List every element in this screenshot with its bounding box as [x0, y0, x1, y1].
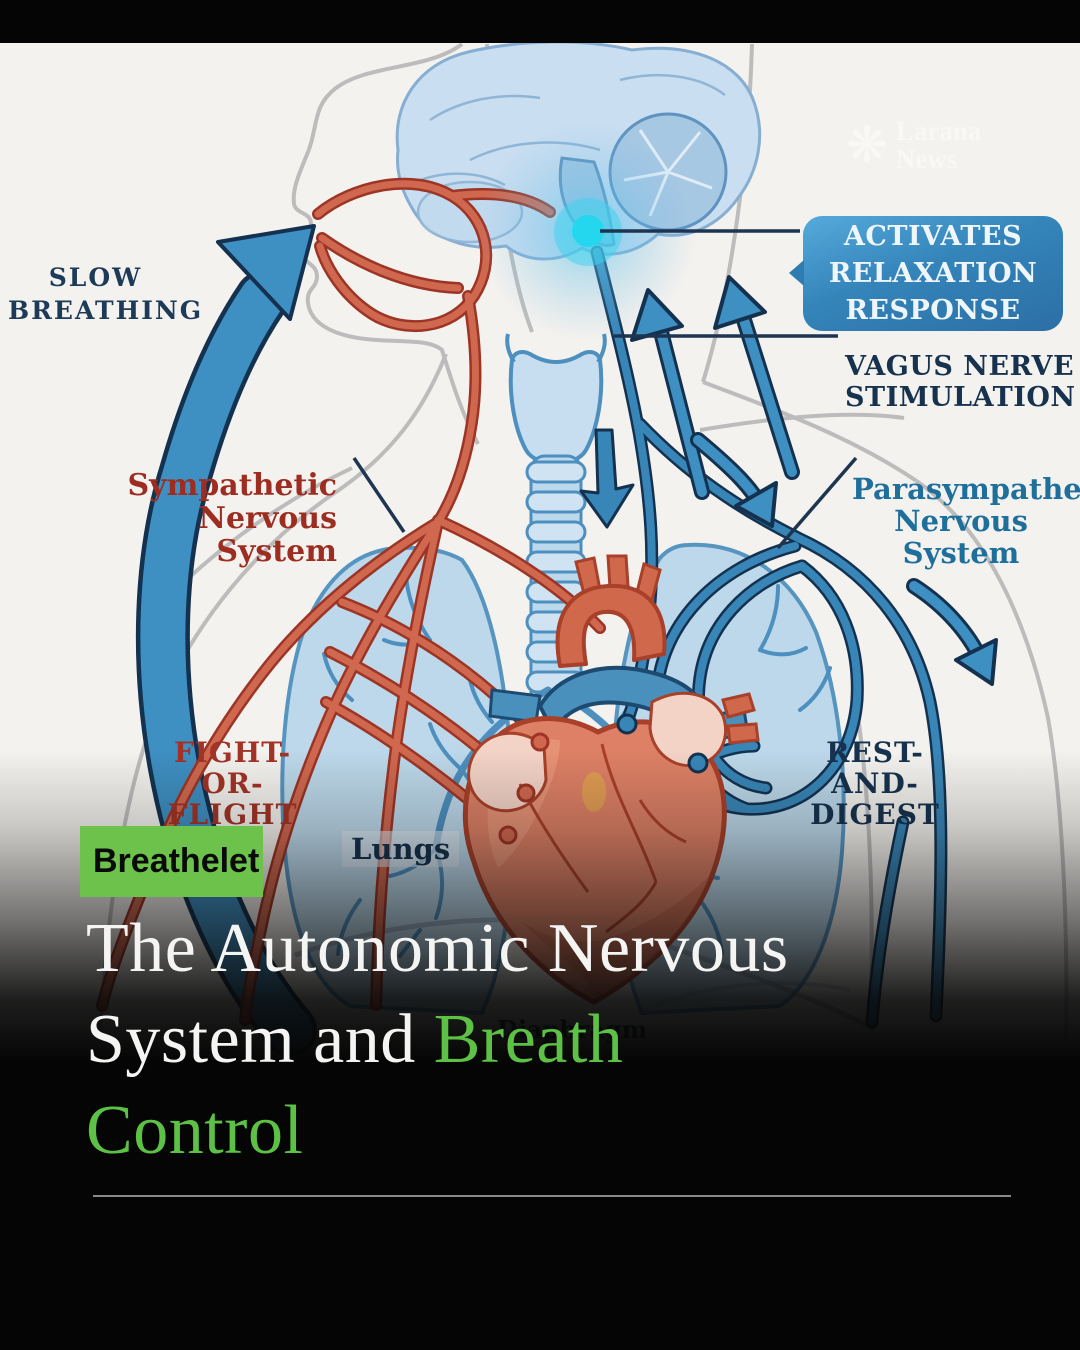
footer-divider [93, 1195, 1011, 1197]
brand-badge-label: Breathelet [93, 842, 260, 880]
callout-line2: RELAXATION [828, 258, 1038, 289]
up-arrow-left [630, 288, 710, 500]
title-line2-white: System and [86, 1001, 434, 1078]
curved-arrow-right [906, 578, 998, 686]
title-line1: The Autonomic Nervous [86, 910, 789, 987]
watermark-line2: News [895, 144, 958, 174]
curved-arrow-mid [690, 432, 778, 528]
callout-line1: ACTIVATES [843, 221, 1023, 252]
title-line2-green: Breath [433, 1001, 624, 1078]
sympathetic-line2: Nervous System [198, 501, 337, 569]
watermark-logo-icon: ❋ [846, 116, 888, 174]
parasympathetic-line2: Nervous System [894, 504, 1028, 570]
watermark: ❋ Larana News [846, 117, 981, 173]
page-title: The Autonomic Nervous System and Breath … [86, 903, 1006, 1176]
bottom-gradient [0, 750, 1080, 1062]
brand-badge: Breathelet [80, 826, 263, 897]
slow-breathing-line2: BREATHING [8, 296, 204, 325]
parasympathetic-line1: Parasympathetic [852, 472, 1080, 506]
up-arrow-right [713, 275, 800, 480]
slow-breathing-line1: SLOW [48, 263, 143, 292]
callout-line3: RESPONSE [845, 295, 1021, 326]
sympathetic-line1: Sympathetic [127, 468, 337, 503]
vagus-line1: VAGUS NERVE [845, 351, 1075, 382]
watermark-name: Larana News [896, 117, 982, 173]
sympathetic-label: Sympathetic Nervous System [117, 469, 337, 568]
relaxation-callout-box: ACTIVATES RELAXATION RESPONSE [789, 216, 1063, 331]
slow-breathing-label: SLOW BREATHING [8, 261, 204, 327]
vagus-line2: STIMULATION [845, 382, 1076, 413]
vagus-glow [478, 122, 698, 342]
parasympathetic-label: Parasympathetic Nervous System [852, 472, 1080, 570]
vagus-nerve-label: VAGUS NERVE STIMULATION [845, 351, 1076, 413]
pointer-lines [352, 229, 858, 550]
watermark-line1: Larana [895, 116, 982, 146]
neck-down-arrow [579, 428, 635, 529]
title-line3: Control [86, 1092, 304, 1169]
larynx [508, 350, 604, 466]
title-line2: System and Breath [86, 994, 1006, 1085]
